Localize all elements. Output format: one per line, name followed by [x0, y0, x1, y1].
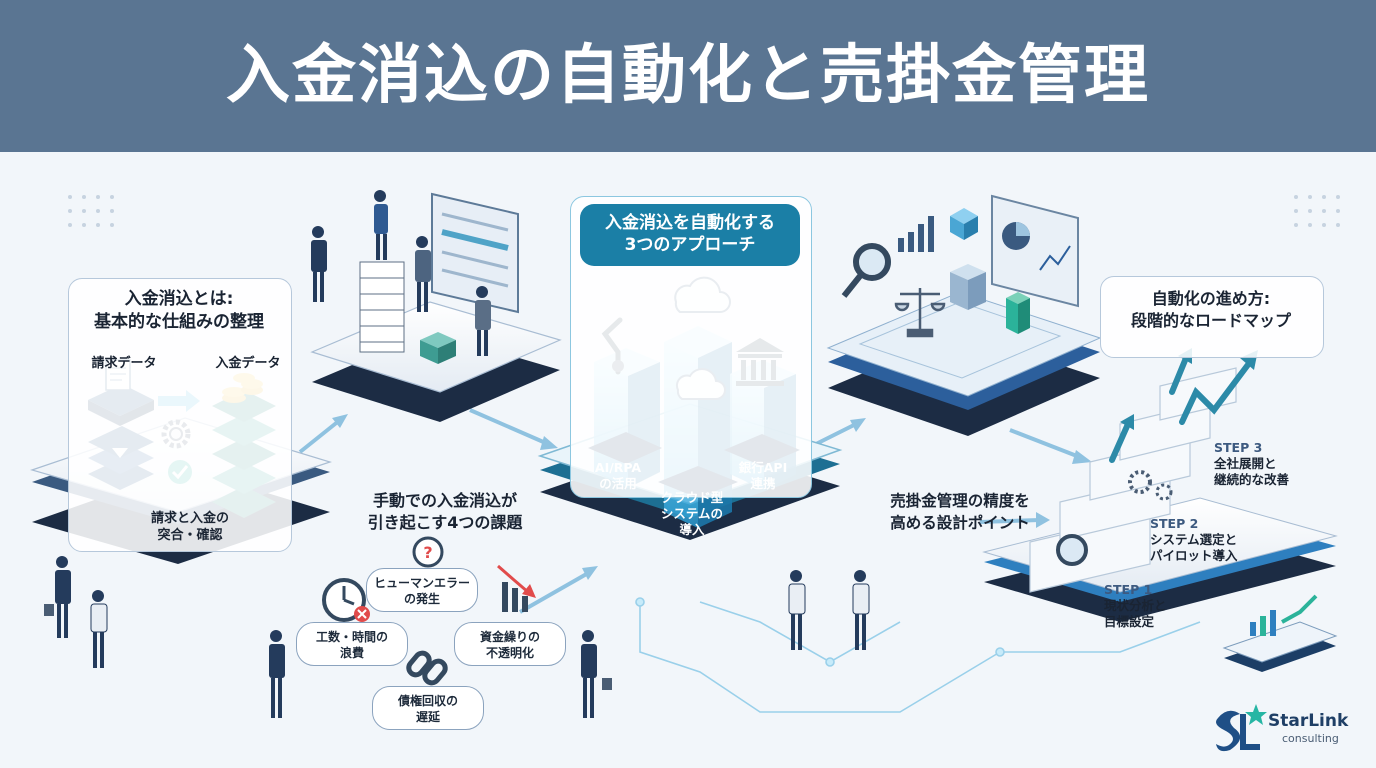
approach-bank-api-line1: 銀行API [738, 460, 788, 475]
approach-cloud-line2: システムの [660, 506, 724, 521]
step-1-line1: 現状分析と [1104, 598, 1167, 613]
issue-cashflow-opacity-line2: 不透明化 [485, 646, 534, 660]
starlink-logo-mark [1216, 704, 1267, 752]
section-1-heading: 入金消込とは: 基本的な仕組みの整理 [74, 288, 284, 334]
issue-collection-delay-line2: 遅延 [415, 710, 440, 724]
step-icons [1056, 470, 1173, 566]
section-4-heading-line1: 売掛金管理の精度を [890, 492, 1030, 510]
people-figures [311, 190, 491, 356]
approach-ai-rpa-label: AI/RPA の活用 [590, 460, 646, 492]
approach-cloud-line1: クラウド型 [660, 490, 724, 505]
section-5-heading-line1: 自動化の進め方: [1151, 289, 1271, 308]
issue-cashflow-opacity: 資金繰りの 不透明化 [454, 622, 566, 666]
issue-human-error-line1: ヒューマンエラー [373, 576, 470, 590]
approach-ai-rpa-line1: AI/RPA [594, 460, 642, 475]
analytics-tablet-icon [1222, 594, 1338, 672]
section-1-heading-line2: 基本的な仕組みの整理 [94, 312, 264, 332]
platform-4 [826, 291, 1102, 436]
section-2-heading-line1: 手動での入金消込が [372, 491, 517, 510]
billing-data-label: 請求データ [91, 356, 157, 371]
issue-time-waste-line2: 浪費 [339, 646, 364, 660]
step-2-line2: パイロット導入 [1150, 548, 1238, 563]
server-blocks [950, 264, 1030, 334]
reconcile-caption: 請求と入金の 突合・確認 [120, 510, 260, 544]
step-1: STEP 1 現状分析と 目標設定 [1104, 582, 1224, 630]
section-2-heading: 手動での入金消込が 引き起こす4つの課題 [340, 490, 550, 534]
step-2-number: STEP 2 [1150, 516, 1199, 531]
logo-name: StarLink [1268, 711, 1349, 731]
step-3: STEP 3 全社展開と 継続的な改善 [1214, 440, 1334, 488]
section-2-heading-line2: 引き起こす4つの課題 [367, 513, 523, 532]
people-bottom [44, 556, 870, 718]
logo-wordmark: StarLink consulting [1268, 712, 1368, 748]
step-2-line1: システム選定と [1150, 532, 1238, 547]
step-3-number: STEP 3 [1214, 440, 1263, 455]
section-5-heading: 自動化の進め方: 段階的なロードマップ [1106, 288, 1316, 332]
approach-ai-rpa-line2: の活用 [599, 476, 637, 491]
bar-chart-icon [898, 216, 934, 252]
reconcile-caption-line2: 突合・確認 [157, 528, 223, 543]
screen-icon [431, 192, 519, 314]
issue-collection-delay-line1: 債権回収の [397, 694, 458, 708]
section-3-heading-line2: 3つのアプローチ [624, 235, 756, 255]
issue-human-error: ヒューマンエラー の発生 [366, 568, 478, 612]
box-icon [420, 332, 456, 364]
chart-down-icon [497, 564, 536, 612]
section-4-heading: 売掛金管理の精度を 高める設計ポイント [862, 490, 1058, 534]
step-3-line1: 全社展開と [1214, 456, 1277, 471]
issue-human-error-line2: の発生 [403, 592, 440, 606]
step-1-number: STEP 1 [1104, 582, 1153, 597]
issue-cashflow-opacity-line1: 資金繰りの [479, 630, 540, 644]
scale-icon [894, 288, 946, 338]
approach-bank-api-label: 銀行API 連携 [728, 460, 798, 492]
issue-collection-delay: 債権回収の 遅延 [372, 686, 484, 730]
cube-icon [950, 208, 978, 240]
chain-icon [406, 650, 448, 686]
clock-icon [322, 578, 370, 622]
issue-time-waste-line1: 工数・時間の [315, 630, 388, 644]
growth-arrow-icon [1109, 355, 1253, 463]
svg-text:?: ? [423, 543, 432, 562]
issue-time-waste: 工数・時間の 浪費 [296, 622, 408, 666]
step-1-line2: 目標設定 [1104, 614, 1155, 629]
approach-cloud-line3: 導入 [679, 522, 705, 537]
dot-grid [68, 195, 1340, 227]
approach-bank-api-line2: 連携 [750, 476, 776, 491]
logo-sub: consulting [1282, 732, 1339, 745]
page-title: 入金消込の自動化と売掛金管理 [226, 39, 1150, 113]
section-3-heading-line1: 入金消込を自動化する [605, 213, 775, 233]
section-1-card [68, 278, 292, 552]
approach-cloud-label: クラウド型 システムの 導入 [652, 490, 732, 538]
section-5-card [1100, 276, 1324, 358]
magnifier-icon [841, 243, 891, 298]
section-3-heading: 入金消込を自動化する 3つのアプローチ [580, 204, 800, 266]
step-3-line2: 継続的な改善 [1214, 472, 1290, 487]
section-1-heading-line1: 入金消込とは: [124, 289, 234, 309]
deposit-data-label: 入金データ [215, 356, 281, 371]
infographic-canvas: ? 入金消込とは: 基本的な仕組みの整理 請求データ 入金データ 請求と入金の … [0, 152, 1376, 768]
step-2: STEP 2 システム選定と パイロット導入 [1150, 516, 1270, 564]
section-5-heading-line2: 段階的なロードマップ [1130, 311, 1291, 330]
pie-chart-icon [991, 194, 1079, 308]
section-4-heading-line2: 高める設計ポイント [890, 514, 1030, 532]
header-bar: 入金消込の自動化と売掛金管理 [0, 0, 1376, 152]
reconcile-caption-line1: 請求と入金の [150, 511, 229, 526]
paper-stack-icon [359, 261, 405, 353]
question-icon: ? [412, 536, 444, 568]
